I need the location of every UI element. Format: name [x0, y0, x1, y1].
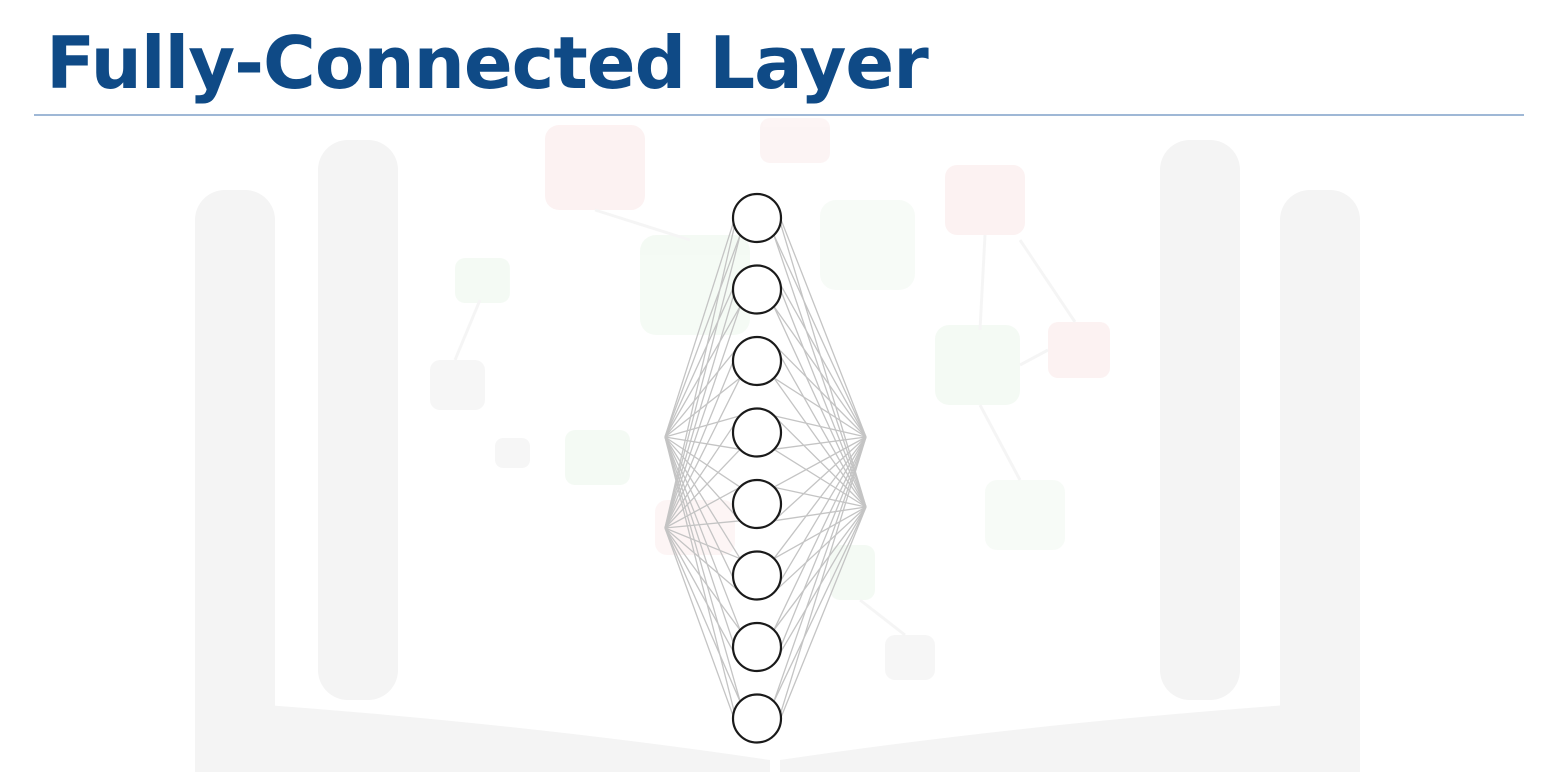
edge-in1-h0-b [664, 234, 741, 529]
edge-in0-h0-b [664, 234, 741, 438]
edge-h0-out0-b [773, 234, 867, 438]
neuron-node-6 [731, 550, 783, 601]
edge-in1-h7-b [664, 527, 741, 736]
edge-in0-h3-b [664, 436, 741, 450]
neuron-node-4 [731, 407, 783, 458]
neuron-node-7 [731, 621, 783, 673]
edge-in1-h0-a [664, 201, 741, 529]
edge-h5-out1-a [773, 506, 867, 560]
edge-h0-out0-a [773, 200, 867, 438]
edge-in1-h5-a [664, 527, 741, 560]
edge-in1-h6-a [664, 527, 741, 631]
edge-in1-h4-b [664, 520, 741, 529]
edge-h1-out1-a [773, 272, 867, 508]
edge-in0-h4-b [664, 436, 741, 522]
neuron-node-2 [731, 264, 783, 315]
edge-in0-h2-a [664, 343, 741, 438]
edge-in0-h6-a [664, 436, 741, 631]
edge-in1-h2-a [664, 343, 741, 529]
edge-in0-h0-a [664, 201, 741, 438]
edge-h2-out1-a [773, 343, 867, 508]
edge-h1-out1-b [773, 306, 867, 508]
title-divider [34, 114, 1524, 116]
neuron-node-3 [731, 335, 783, 387]
edge-h4-out1-a [773, 486, 867, 508]
edge-in1-h3-b [664, 448, 741, 529]
neuron-node-8 [731, 693, 783, 744]
edge-in0-h3-a [664, 415, 741, 438]
edge-h6-out1-a [773, 506, 867, 631]
neuron-node-5 [731, 478, 783, 530]
edge-in1-h6-b [664, 527, 741, 665]
edge-h6-out1-b [773, 506, 867, 665]
book-watermark [195, 140, 1360, 772]
edge-h7-out1-b [773, 506, 867, 736]
edge-in0-h1-b [664, 305, 741, 438]
edge-in1-h4-a [664, 486, 741, 529]
edge-h5-out1-b [773, 506, 867, 593]
edge-h2-out1-b [773, 377, 867, 508]
edge-h7-out1-a [773, 506, 867, 702]
edge-h3-out1-a [773, 415, 867, 508]
edge-h4-out1-b [773, 506, 867, 522]
edge-in1-h1-a [664, 272, 741, 529]
edge-in0-h1-a [664, 272, 741, 438]
edge-in1-h3-a [664, 415, 741, 529]
edge-h3-out1-b [773, 448, 867, 508]
edge-in0-h4-a [664, 436, 741, 488]
neuron-nodes [731, 192, 783, 744]
neuron-node-1 [731, 192, 783, 244]
edge-in0-h2-b [664, 377, 741, 438]
connection-edges [664, 200, 867, 736]
edge-in1-h1-b [664, 306, 741, 529]
slide-title: Fully-Connected Layer [46, 21, 929, 105]
edge-in1-h2-b [664, 377, 741, 529]
edge-h0-out1-a [773, 201, 867, 508]
edge-in0-h5-b [664, 436, 741, 593]
edge-in0-h5-a [664, 436, 741, 560]
edge-in1-h7-a [664, 527, 741, 702]
edge-in1-h5-b [664, 527, 741, 593]
edge-h0-out1-b [773, 234, 867, 508]
